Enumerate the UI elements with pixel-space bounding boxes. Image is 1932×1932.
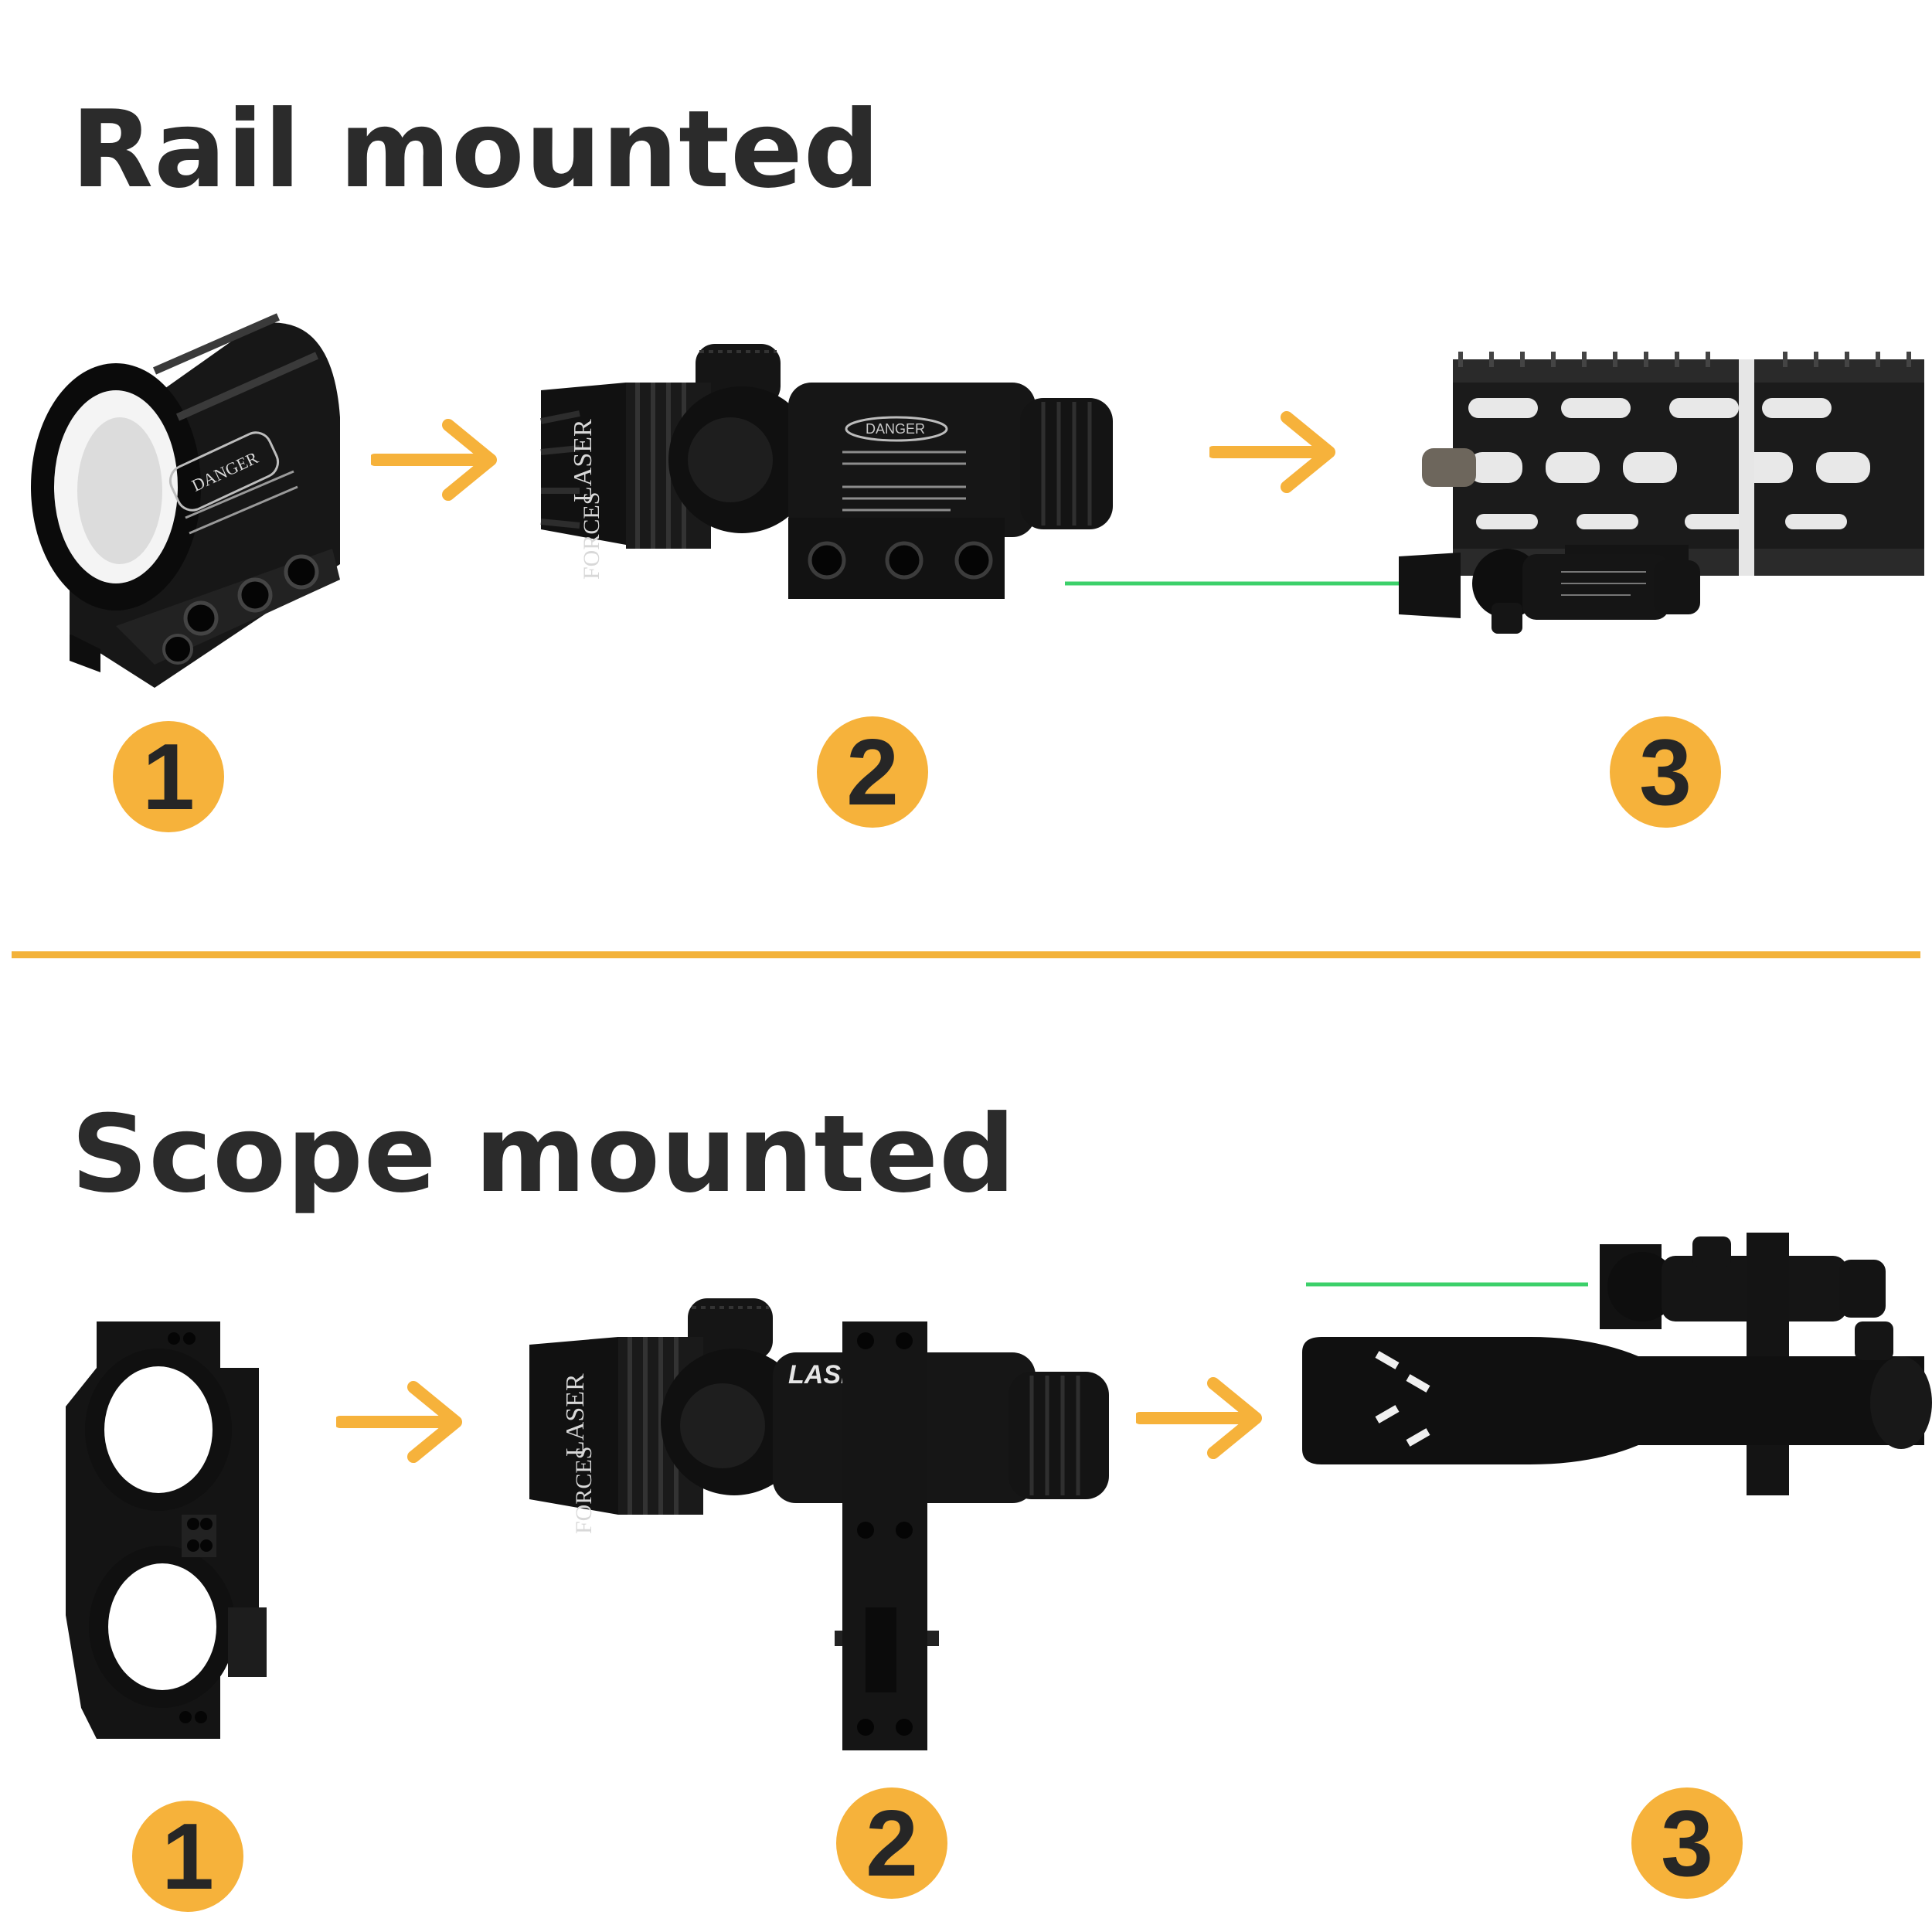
step-number-badge: 3 <box>1610 716 1721 828</box>
laser-sight-rail-image: LASER FORCES DANGER <box>533 336 1128 603</box>
step-number-badge: 3 <box>1631 1787 1743 1899</box>
step-number-badge: 1 <box>113 721 224 832</box>
forces-label: FORCES <box>571 1447 597 1534</box>
step-number: 3 <box>1661 1791 1713 1896</box>
step-number-badge: 2 <box>836 1787 947 1899</box>
laser-label: LASER <box>561 1373 590 1457</box>
arrow-right-icon <box>1209 411 1335 493</box>
step-number-badge: 2 <box>817 716 928 828</box>
rifle-scope-with-laser-image <box>1298 1221 1932 1515</box>
step-number: 1 <box>142 724 195 829</box>
rail-mount-ring-image: DANGER <box>23 309 348 688</box>
arrow-right-icon <box>336 1381 462 1463</box>
section-divider <box>12 951 1920 958</box>
step-number: 2 <box>866 1791 918 1896</box>
step-number: 1 <box>162 1804 214 1909</box>
step-number: 3 <box>1639 719 1692 825</box>
section-title-scope-mounted: Scope mounted <box>71 1092 1016 1216</box>
laser-label: LASER <box>569 419 597 502</box>
arrow-right-icon <box>371 419 497 501</box>
step-number: 2 <box>846 719 899 825</box>
rifle-handguard-with-laser-image <box>1059 352 1924 661</box>
step-number-badge: 1 <box>132 1801 243 1912</box>
laser-sight-scope-ring-image: LASER FORCES LASER <box>526 1298 1121 1750</box>
forces-label: FORCES <box>579 492 604 580</box>
section-title-rail-mounted: Rail mounted <box>71 87 881 212</box>
danger-label-2: DANGER <box>866 421 925 437</box>
scope-ring-mount-image <box>66 1321 274 1747</box>
arrow-right-icon <box>1136 1377 1262 1459</box>
